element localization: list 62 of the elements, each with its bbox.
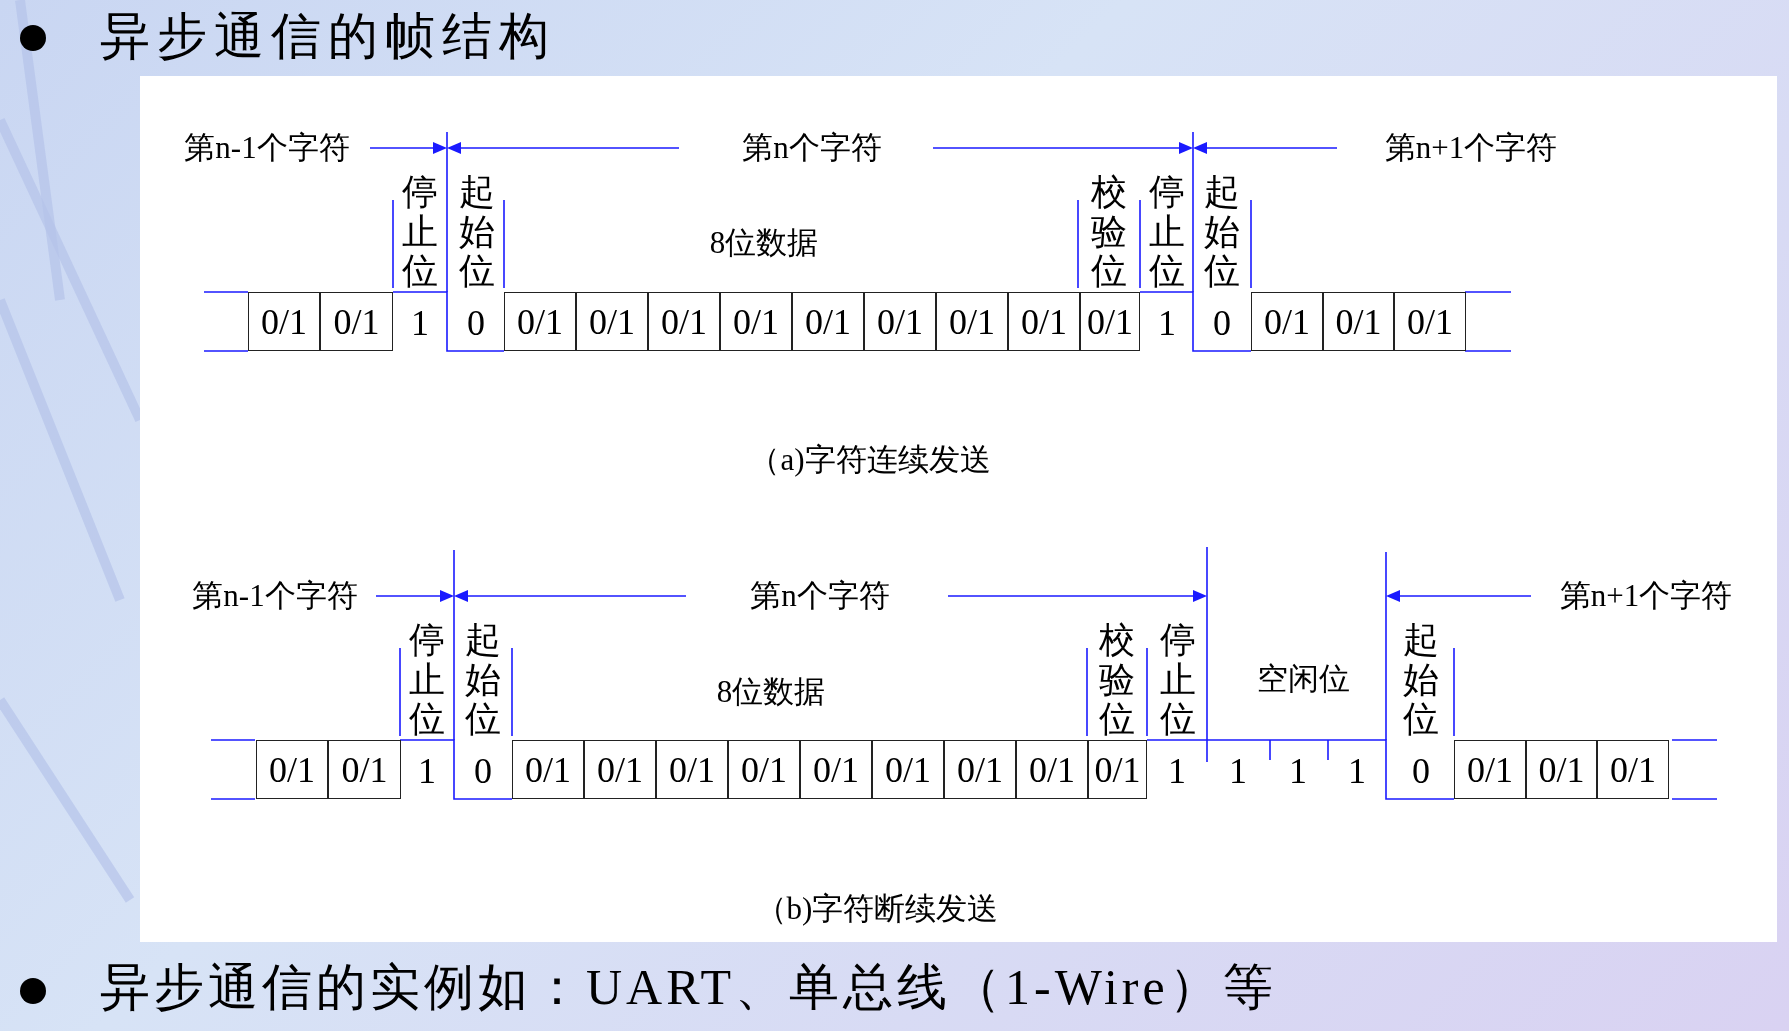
- bit-cell: 0/1: [864, 292, 936, 351]
- bit-value: 0: [1213, 304, 1231, 344]
- field-label: 停止位: [402, 172, 438, 292]
- bit-cell: 0/1: [584, 740, 656, 799]
- field-label: 停止位: [1149, 172, 1185, 292]
- bit-value: 1: [1168, 752, 1186, 792]
- bit-cell: 0/1: [1454, 740, 1526, 799]
- field-label: 8位数据: [709, 225, 819, 261]
- bit-cell: 0/1: [504, 292, 576, 351]
- bullet-text: 异步通信的实例如：UART、单总线（1-Wire）等: [100, 959, 1277, 1015]
- character-label: 第n-1个字符: [192, 578, 358, 614]
- bit-value: 1: [411, 304, 429, 344]
- bit-cell: 0/1: [936, 292, 1008, 351]
- bit-value: 1: [1348, 752, 1366, 792]
- bit-value: 1: [1158, 304, 1176, 344]
- field-label: 校验位: [1091, 172, 1127, 292]
- bit-cell: 0/1: [1080, 292, 1140, 351]
- field-label: 停止位: [409, 620, 445, 740]
- bit-value: 0: [474, 752, 492, 792]
- heading: 异步通信的帧结构: [100, 8, 556, 64]
- field-label: 起始位: [1204, 172, 1240, 292]
- bit-cell: 0/1: [1394, 292, 1466, 351]
- character-label: 第n-1个字符: [184, 130, 350, 166]
- caption: （b)字符断续发送: [755, 891, 999, 927]
- bit-cell: 0/1: [256, 740, 328, 799]
- bit-cell: 0/1: [648, 292, 720, 351]
- bit-cell: 0/1: [872, 740, 944, 799]
- bit-cell: 0/1: [1526, 740, 1597, 799]
- bit-cell: 0/1: [248, 292, 320, 351]
- bit-cell: 0/1: [576, 292, 648, 351]
- field-label: 起始位: [459, 172, 495, 292]
- field-label: 起始位: [465, 620, 501, 740]
- bit-cell: 0/1: [320, 292, 393, 351]
- bit-value: 0: [467, 304, 485, 344]
- field-label: 停止位: [1160, 620, 1196, 740]
- caption: （a)字符连续发送: [749, 442, 991, 478]
- bit-cell: 0/1: [792, 292, 864, 351]
- bit-cell: 0/1: [328, 740, 401, 799]
- bit-value: 1: [1289, 752, 1307, 792]
- bit-cell: 0/1: [1597, 740, 1669, 799]
- bit-cell: 0/1: [1016, 740, 1088, 799]
- bit-cell: 0/1: [1323, 292, 1394, 351]
- bit-cell: 0/1: [512, 740, 584, 799]
- bit-value: 1: [1229, 752, 1247, 792]
- character-label: 第n+1个字符: [1559, 578, 1733, 614]
- bit-cell: 0/1: [728, 740, 800, 799]
- field-label: 空闲位: [1256, 661, 1350, 697]
- character-label: 第n个字符: [742, 130, 882, 166]
- bit-cell: 0/1: [656, 740, 728, 799]
- bit-cell: 0/1: [1088, 740, 1147, 799]
- character-label: 第n个字符: [750, 578, 890, 614]
- field-label: 校验位: [1099, 620, 1135, 740]
- field-label: 8位数据: [716, 674, 826, 710]
- bit-cell: 0/1: [800, 740, 872, 799]
- character-label: 第n+1个字符: [1384, 130, 1558, 166]
- bit-cell: 0/1: [720, 292, 792, 351]
- field-label: 起始位: [1403, 620, 1439, 740]
- bit-cell: 0/1: [944, 740, 1016, 799]
- bit-cell: 0/1: [1251, 292, 1323, 351]
- bit-value: 1: [418, 752, 436, 792]
- bit-value: 0: [1412, 752, 1430, 792]
- bit-cell: 0/1: [1008, 292, 1080, 351]
